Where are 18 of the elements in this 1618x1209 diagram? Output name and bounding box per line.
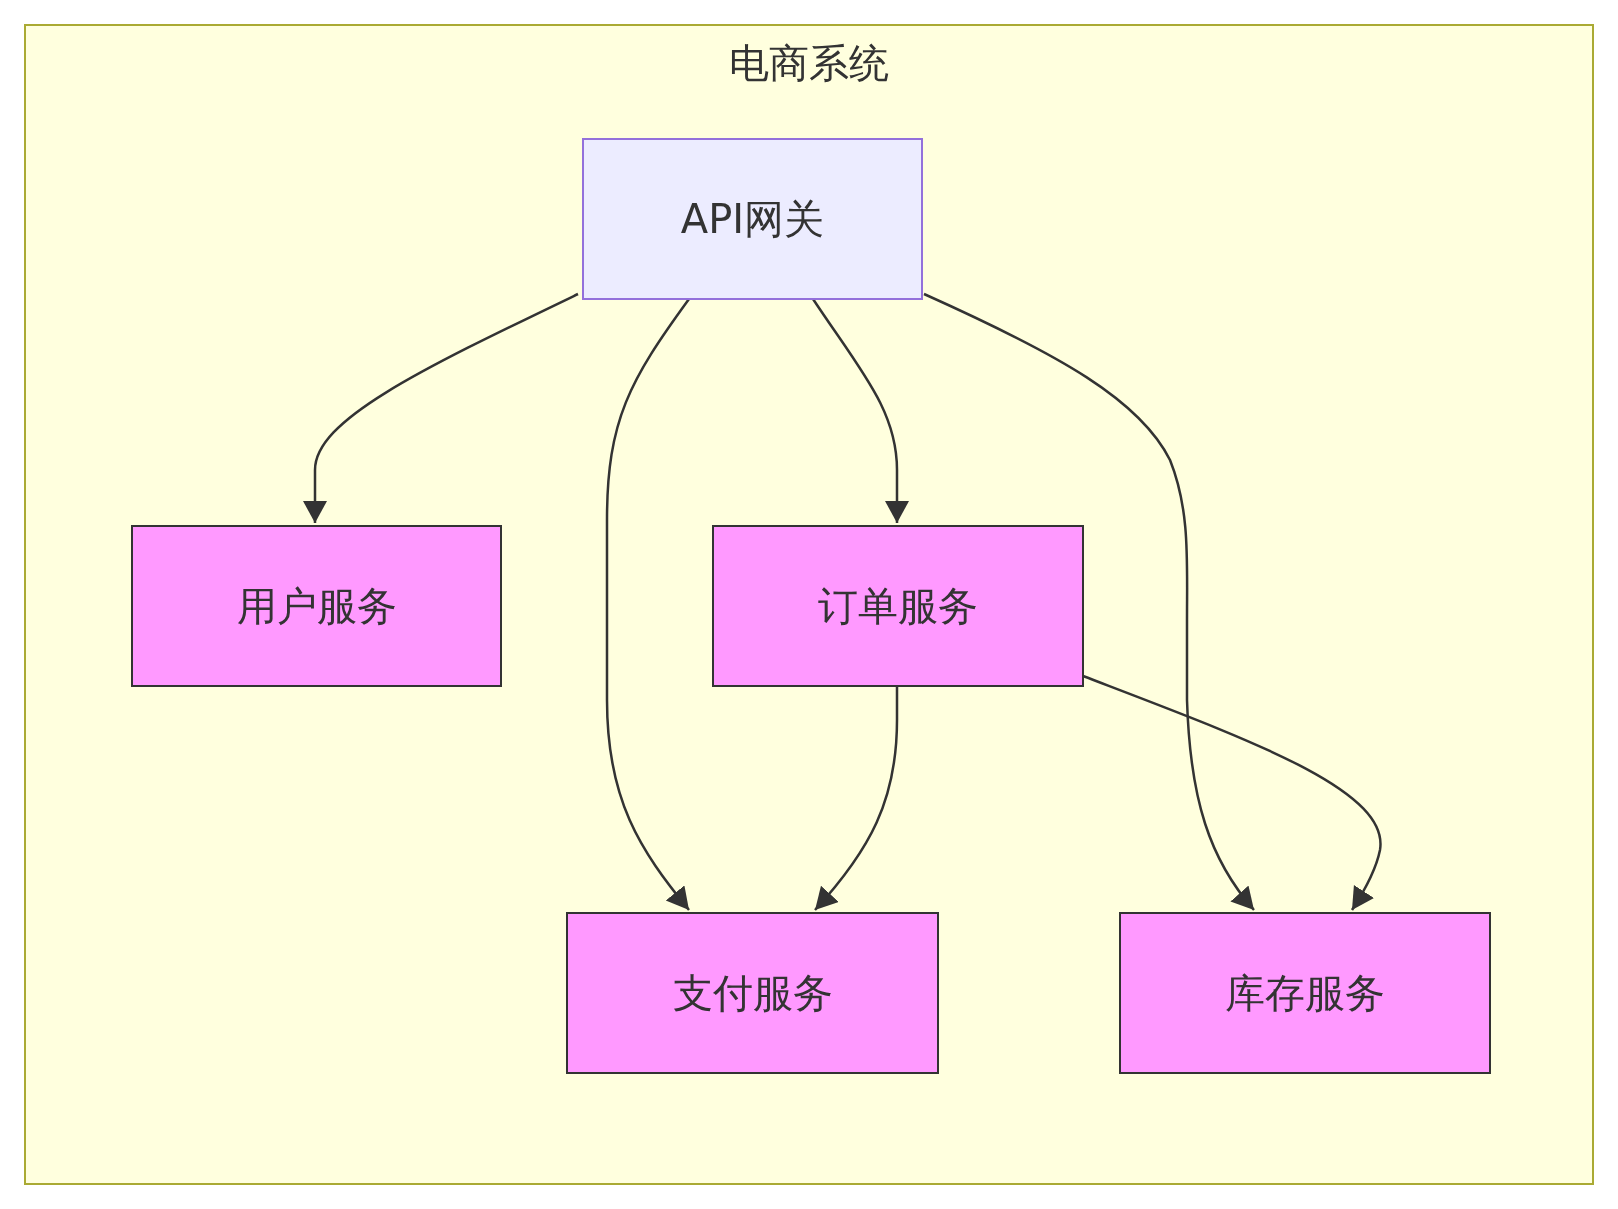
box-label: 库存服务 xyxy=(1225,968,1385,1018)
service-box xyxy=(1119,912,1491,1074)
group-title: 电商系统 xyxy=(728,39,890,88)
arrow xyxy=(814,685,899,911)
arrow xyxy=(303,292,579,523)
box-label: 用户服务 xyxy=(236,581,397,631)
arrow xyxy=(811,298,909,523)
box-label: 支付服务 xyxy=(672,968,833,1018)
group-frame xyxy=(24,24,1594,1185)
box-label: API网关 xyxy=(680,194,825,244)
arrow xyxy=(923,292,1255,911)
service-box xyxy=(712,525,1084,687)
arrow xyxy=(605,298,690,911)
gateway-box xyxy=(582,138,923,300)
arrow xyxy=(1082,674,1382,911)
service-box xyxy=(566,912,939,1074)
box-label: 订单服务 xyxy=(818,581,978,631)
service-box xyxy=(131,525,502,687)
